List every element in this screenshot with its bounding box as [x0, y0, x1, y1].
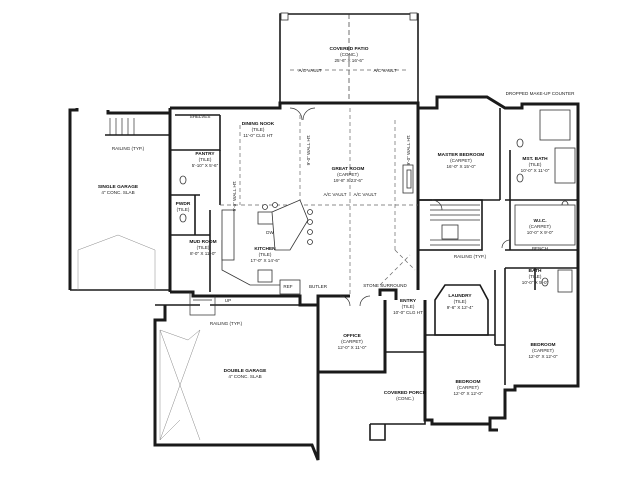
mud-room-sub: (TILE) — [197, 245, 210, 250]
stone-fireplace-note: STONE SURROUND — [363, 283, 407, 288]
dropped-counter-note: DROPPED MAKE-UP COUNTER — [506, 91, 576, 96]
kitchen-name: KITCHEN — [254, 246, 276, 252]
bedroom-bottom-dims: 12'-0" X 12'-0" — [453, 391, 482, 396]
office-name: OFFICE — [343, 333, 361, 339]
railing-note-1: RAILING (TYP.) — [112, 146, 145, 151]
exterior-walls — [68, 95, 580, 461]
great-room-sub: (CARPET) — [337, 172, 359, 177]
single-garage-name: SINGLE GARAGE — [98, 184, 139, 190]
butler-note: BUTLER — [309, 284, 328, 289]
mst-bath-name: MST. BATH — [522, 156, 548, 162]
ref-note: REF — [283, 284, 292, 289]
bedroom-bottom-sub: (CARPET) — [457, 385, 479, 390]
vault-note-3: A/C VAULT — [323, 192, 346, 197]
laundry-dims: 9'-6" X 12'-4" — [447, 305, 474, 310]
master-bedroom-sub: (CARPET) — [450, 158, 472, 163]
vault-note-4: A/C VAULT — [353, 192, 376, 197]
bath-sub: (TILE) — [529, 274, 542, 279]
pwdr-name: PWDR — [176, 201, 191, 207]
wic-name: W.I.C. — [533, 218, 546, 224]
bath-name: BATH — [529, 268, 543, 274]
covered-porch-name: COVERED PORCH — [384, 390, 427, 396]
entry-sub: (TILE) — [402, 304, 415, 309]
wall-ht-note-3: 9'-0" WALL HT. — [406, 135, 411, 166]
garage-doors — [77, 234, 201, 441]
dw-note: DW — [266, 230, 274, 235]
garage-stair — [105, 118, 216, 316]
vault-lines — [220, 108, 418, 296]
wall-ht-note-2: 9'-0" WALL HT. — [306, 135, 311, 166]
double-garage-sub: 4" CONC. SLAB — [228, 374, 261, 379]
covered-patio-dims: 25'-6" X 16'-6" — [334, 58, 363, 63]
master-bedroom-dims: 16'-0" X 15'-0" — [446, 164, 475, 169]
master-bedroom-name: MASTER BEDROOM — [438, 152, 485, 158]
dining-nook-name: DINING NOOK — [242, 121, 275, 127]
covered-patio — [279, 12, 419, 103]
kitchen-dims: 17'-0" X 14'-6" — [250, 258, 279, 263]
pantry-dims: 5'-10" X 5'-6" — [192, 163, 219, 168]
wic-dims: 10'-0" X 9'-0" — [527, 230, 554, 235]
bedroom-right-sub: (CARPET) — [532, 348, 554, 353]
bench-note: BENCH — [532, 246, 548, 251]
pwdr-sub: (TILE) — [177, 207, 190, 212]
mud-room-name: MUD ROOM — [189, 239, 216, 245]
great-room-name: GREAT ROOM — [332, 166, 365, 172]
kitchen-sub: (TILE) — [259, 252, 272, 257]
office-dims: 12'-0" X 11'-0" — [338, 345, 367, 350]
door-swings — [289, 107, 511, 307]
pantry-name: PANTRY — [195, 151, 215, 157]
interior-walls — [170, 108, 578, 385]
double-garage-name: DOUBLE GARAGE — [224, 368, 267, 374]
office-sub: (CARPET) — [341, 339, 363, 344]
covered-patio-sub: (CONC.) — [340, 52, 358, 57]
pantry-sub: (TILE) — [199, 157, 212, 162]
bedroom-right-dims: 12'-0" X 12'-0" — [528, 354, 557, 359]
plan-notes: RAILING (TYP.) RAILING (TYP.) RAILING (T… — [112, 68, 575, 326]
covered-porch-sub: (CONC.) — [396, 396, 414, 401]
single-garage-sub: 4" CONC. SLAB — [101, 190, 134, 195]
mst-bath-dims: 10'-0" X 11'-0" — [521, 168, 550, 173]
bath-dims: 10'-0" X 5'-0" — [522, 280, 549, 285]
dining-nook-dims: 11'-0" CLG HT — [243, 133, 273, 138]
kitchen-island — [221, 199, 313, 295]
laundry-sub: (TILE) — [454, 299, 467, 304]
vault-note-1: A/C VAULT — [298, 68, 321, 73]
vault-note-2: A/C VAULT — [373, 68, 396, 73]
fireplace — [402, 164, 414, 194]
room-labels: COVERED PATIO (CONC.) 25'-6" X 16'-6" SI… — [98, 46, 558, 401]
wall-ht-note-1: 9'-0" WALL HT. — [232, 181, 237, 212]
step-up-note: UP — [225, 298, 231, 303]
railing-note-3: RAILING (TYP.) — [454, 254, 487, 259]
bedroom-bottom-name: BEDROOM — [455, 379, 480, 385]
great-room-dims: 19'-8" X 23'-6" — [333, 178, 362, 183]
mst-bath-sub: (TILE) — [529, 162, 542, 167]
bedroom-right-name: BEDROOM — [530, 342, 555, 348]
wic-sub: (CARPET) — [529, 224, 551, 229]
mud-room-dims: 8'-0" X 11'-0" — [190, 251, 216, 256]
bath-fixtures — [179, 109, 576, 293]
laundry-name: LAUNDRY — [448, 293, 472, 299]
dining-nook-sub: (TILE) — [252, 127, 265, 132]
entry-name: ENTRY — [400, 298, 417, 304]
railing-note-2: RAILING (TYP.) — [210, 321, 243, 326]
entry-dims: 10'-0" CLG HT — [393, 310, 423, 315]
shelves-note: SHELVES — [190, 114, 211, 119]
covered-patio-name: COVERED PATIO — [330, 46, 369, 52]
